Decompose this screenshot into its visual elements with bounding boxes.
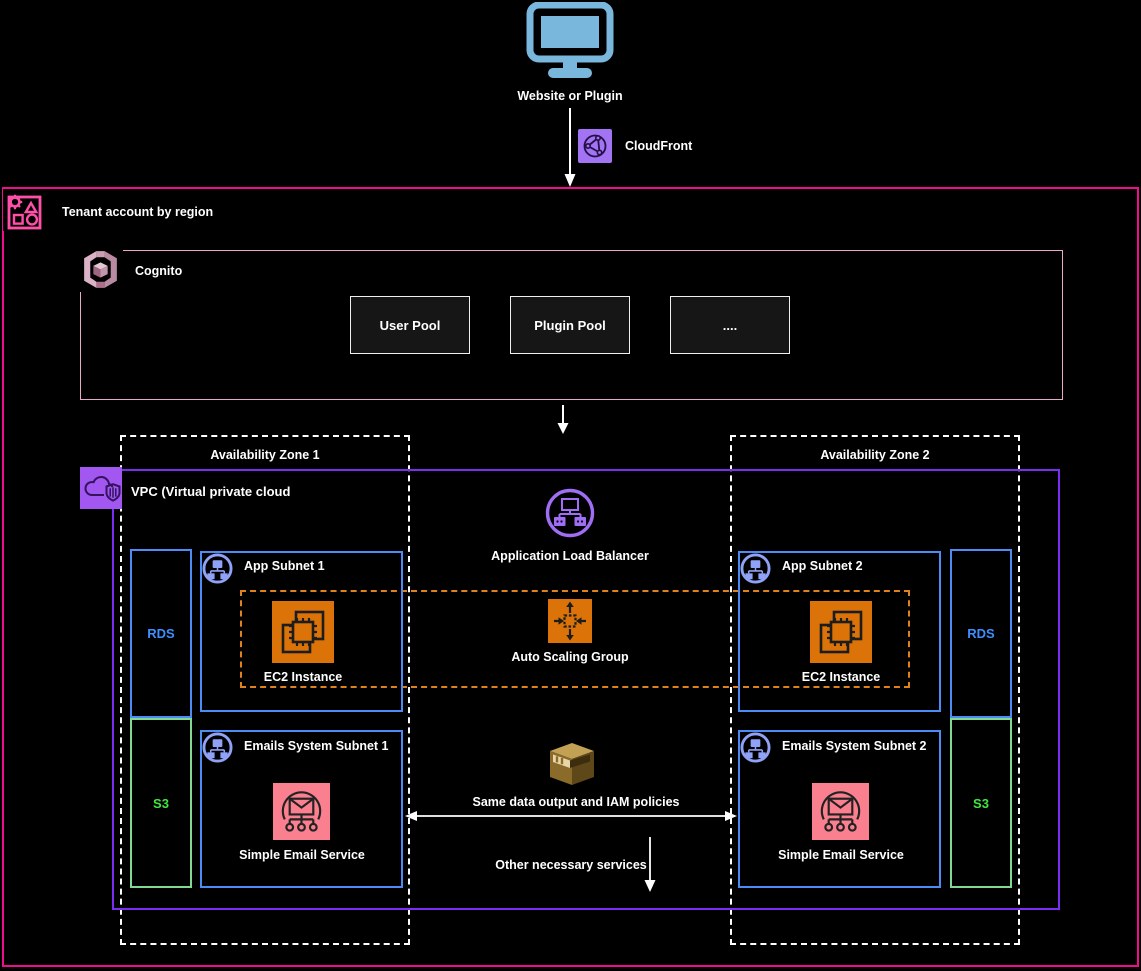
rds-left-label: RDS xyxy=(147,626,175,641)
cloudfront-icon xyxy=(578,129,612,163)
asg-icon xyxy=(548,599,592,643)
subnet-icon xyxy=(202,732,233,763)
availability-zone-1-label: Availability Zone 1 xyxy=(210,448,320,462)
data-note-label: Same data output and IAM policies xyxy=(472,795,680,809)
availability-zone-2-boundary xyxy=(730,435,1020,945)
alb-icon xyxy=(545,488,595,538)
vpc-label: VPC (Virtual private cloud xyxy=(131,484,291,499)
tenant-account-icon xyxy=(3,189,45,231)
arrow-other-services xyxy=(643,835,657,893)
arrow-cognito-to-vpc xyxy=(556,405,570,435)
app-subnet-2-label: App Subnet 2 xyxy=(782,559,863,573)
alb-label: Application Load Balancer xyxy=(491,549,649,563)
rds-right-label: RDS xyxy=(967,626,995,641)
asg-label: Auto Scaling Group xyxy=(511,650,629,664)
subnet-icon xyxy=(740,553,771,584)
s3-right-label: S3 xyxy=(973,795,989,811)
email-subnet-1-label: Emails System Subnet 1 xyxy=(244,739,389,753)
client-label: Website or Plugin xyxy=(517,89,623,103)
ses-1-label: Simple Email Service xyxy=(239,848,365,862)
app-subnet-2-boundary xyxy=(738,551,941,712)
cloudfront-label: CloudFront xyxy=(625,139,693,153)
rds-right-node: RDS xyxy=(950,549,1012,718)
s3-right-node: S3 xyxy=(950,718,1012,888)
cognito-boundary xyxy=(80,250,1063,400)
user-pool-label: User Pool xyxy=(379,317,441,333)
ec2-icon xyxy=(810,601,872,663)
ses-icon xyxy=(812,783,869,840)
auto-scaling-group-boundary xyxy=(240,590,910,688)
app-subnet-1-label: App Subnet 1 xyxy=(244,559,325,573)
bucket-icon xyxy=(546,741,598,787)
arrow-between-zones xyxy=(404,807,738,825)
subnet-icon xyxy=(202,553,233,584)
user-pool-node: User Pool xyxy=(350,296,470,354)
vpc-icon xyxy=(80,467,122,509)
availability-zone-2-label: Availability Zone 2 xyxy=(820,448,930,462)
vpc-boundary xyxy=(112,469,1060,910)
cognito-label: Cognito xyxy=(135,264,183,278)
tenant-account-boundary xyxy=(2,187,1139,967)
rds-left-node: RDS xyxy=(130,549,192,718)
email-subnet-1-boundary xyxy=(200,730,403,888)
plugin-pool-node: Plugin Pool xyxy=(510,296,630,354)
tenant-account-label: Tenant account by region xyxy=(62,205,214,219)
s3-left-label: S3 xyxy=(153,795,169,811)
other-services-label: Other necessary services xyxy=(495,858,647,872)
ec2-icon xyxy=(272,601,334,663)
email-subnet-2-boundary xyxy=(738,730,941,888)
s3-left-node: S3 xyxy=(130,718,192,888)
ec2-instance-1-label: EC2 Instance xyxy=(263,670,343,684)
subnet-icon xyxy=(740,732,771,763)
app-subnet-1-boundary xyxy=(200,551,403,712)
ec2-instance-2-label: EC2 Instance xyxy=(801,670,881,684)
availability-zone-1-boundary xyxy=(120,435,410,945)
monitor-icon xyxy=(524,2,616,80)
more-pools-node: .... xyxy=(670,296,790,354)
ses-icon xyxy=(273,783,330,840)
cognito-icon xyxy=(78,247,123,292)
ses-2-label: Simple Email Service xyxy=(778,848,904,862)
email-subnet-2-label: Emails System Subnet 2 xyxy=(782,739,927,753)
plugin-pool-label: Plugin Pool xyxy=(534,317,606,333)
more-pools-label: .... xyxy=(722,317,738,333)
arrow-client-to-tenant xyxy=(563,106,577,188)
